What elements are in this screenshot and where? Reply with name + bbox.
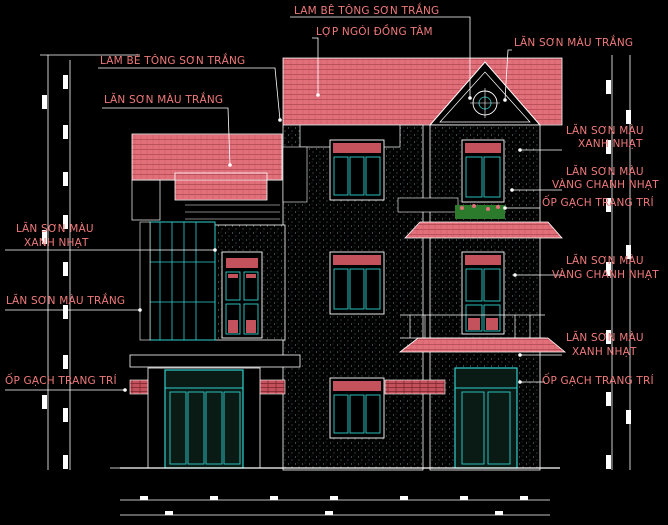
label-paint-light-blue-r1-b: XANH NHẠT: [578, 138, 643, 150]
window-top-right: [461, 139, 505, 203]
left-wing-roofs: [131, 133, 283, 227]
annotation-labels: LAM BÊ TÔNG SƠN TRẮNG LỢP NGÓI ĐỒNG TÂM …: [5, 3, 659, 387]
label-paint-blue-r2-a: LĂN SƠN MÀU: [566, 331, 644, 344]
label-paint-blue-left-b: XANH NHẠT: [24, 237, 89, 249]
label-paint-white-left: LĂN SƠN MÀU TRẮNG: [6, 293, 125, 307]
dimension-ticks: [42, 75, 631, 515]
label-left-concrete: LAM BÊ TÔNG SƠN TRẮNG: [100, 53, 245, 67]
label-paint-blue-r2-b: XANH NHẠT: [572, 346, 637, 358]
label-paint-yellow-r1-a: LĂN SƠN MÀU: [566, 165, 644, 178]
leader-arrows: [123, 93, 522, 392]
window-mid-right: [461, 251, 505, 335]
label-paint-yellow-r1-b: VÀNG CHANH NHẠT: [552, 178, 659, 191]
label-paint-yellow-r2-b: VÀNG CHANH NHẠT: [552, 268, 659, 281]
label-paint-blue-left-a: LĂN SƠN MÀU: [16, 222, 94, 235]
main-roof: [282, 57, 563, 126]
window-mid-center: [329, 251, 385, 315]
garage-door: [147, 367, 261, 469]
label-paint-white-upper-left: LĂN SƠN MÀU TRẮNG: [104, 92, 223, 106]
leader-lines: [5, 16, 562, 391]
label-paint-white-top-right: LĂN SƠN MÀU TRẮNG: [514, 35, 633, 49]
canopy-right-lower: [398, 337, 567, 353]
canopy-right-mid: [404, 204, 563, 239]
stair-tower: [139, 221, 216, 341]
label-paint-light-blue-r1-a: LĂN SƠN MÀU: [566, 124, 644, 137]
label-tile-right-1: ỐP GẠCH TRANG TRÍ: [542, 195, 654, 209]
label-tile-left: ỐP GẠCH TRANG TRÍ: [5, 373, 117, 387]
window-left-upper: [221, 251, 263, 339]
entry-door-right: [454, 367, 518, 469]
label-paint-yellow-r2-a: LĂN SƠN MÀU: [566, 254, 644, 267]
window-lower-center: [329, 377, 385, 439]
label-tile-right-2: ỐP GẠCH TRANG TRÍ: [542, 373, 654, 387]
label-roof-tile: LỢP NGÓI ĐỒNG TÂM: [316, 24, 433, 38]
label-top-concrete: LAM BÊ TÔNG SƠN TRẮNG: [294, 3, 439, 17]
window-top-center: [329, 139, 385, 201]
